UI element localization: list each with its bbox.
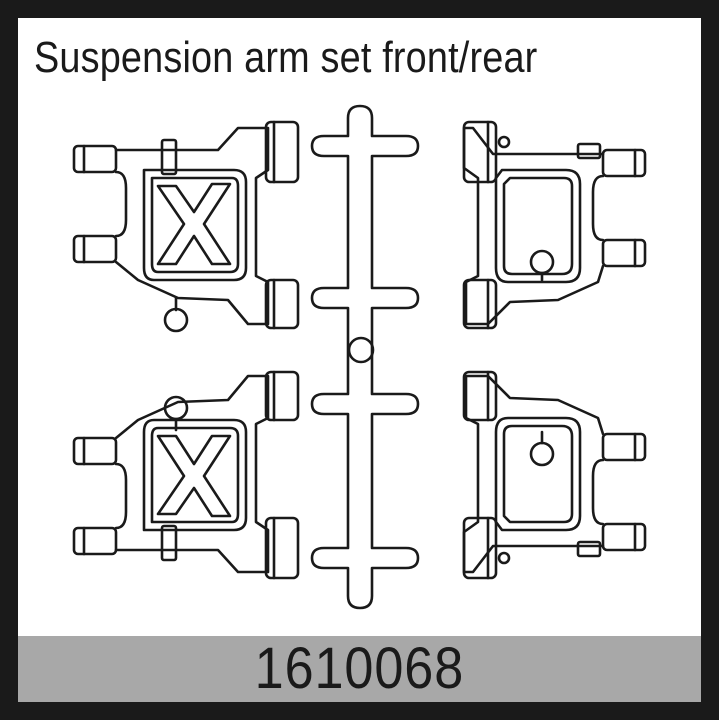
part-number-band: 1610068 [18, 636, 701, 702]
part-number: 1610068 [254, 636, 465, 701]
suspension-arm-sprue-icon [72, 104, 647, 610]
product-title: Suspension arm set front/rear [34, 33, 538, 82]
